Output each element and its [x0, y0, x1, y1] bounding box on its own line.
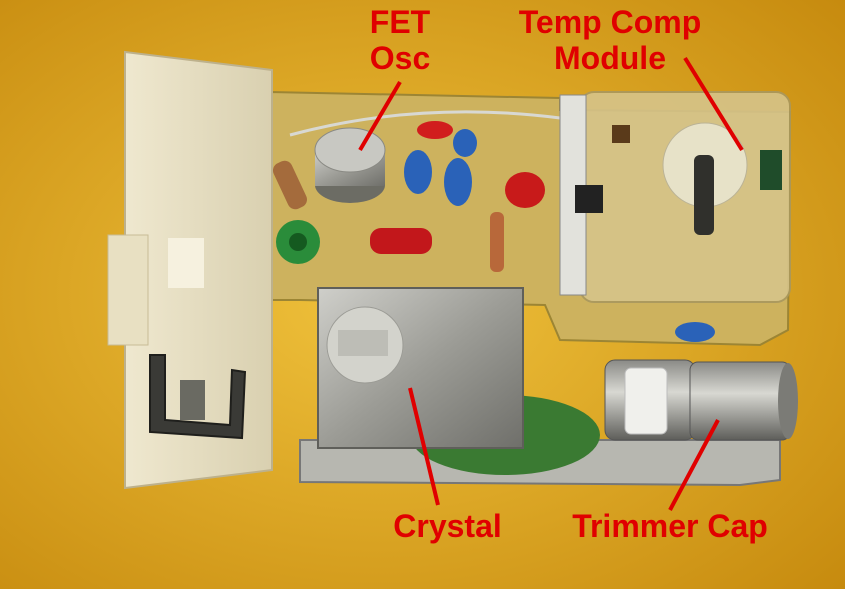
temp-comp-label-line1: Temp Comp [518, 4, 702, 40]
fet-osc-label-line1: FET [369, 4, 431, 40]
temp-comp-module [559, 91, 791, 303]
connector [107, 50, 273, 490]
trimmer-cap-label: Trimmer Cap [572, 508, 768, 544]
trimmer-cap [604, 359, 798, 441]
temp-comp-label-line2: Module [554, 40, 666, 76]
crystal-label: Crystal [393, 508, 502, 544]
fet-osc-label-line2: Osc [369, 40, 431, 76]
temp-comp-label: Temp Comp Module [495, 4, 725, 76]
temp-callout-line [683, 56, 744, 152]
fet-oscillator [314, 127, 386, 203]
fet-callout-line [358, 80, 402, 152]
fet-osc-label: FET Osc [360, 4, 440, 76]
crystal-callout-line [408, 387, 440, 506]
trimmer-callout-line [668, 419, 720, 511]
crystal-can [317, 287, 524, 449]
callout-lines [358, 56, 744, 511]
